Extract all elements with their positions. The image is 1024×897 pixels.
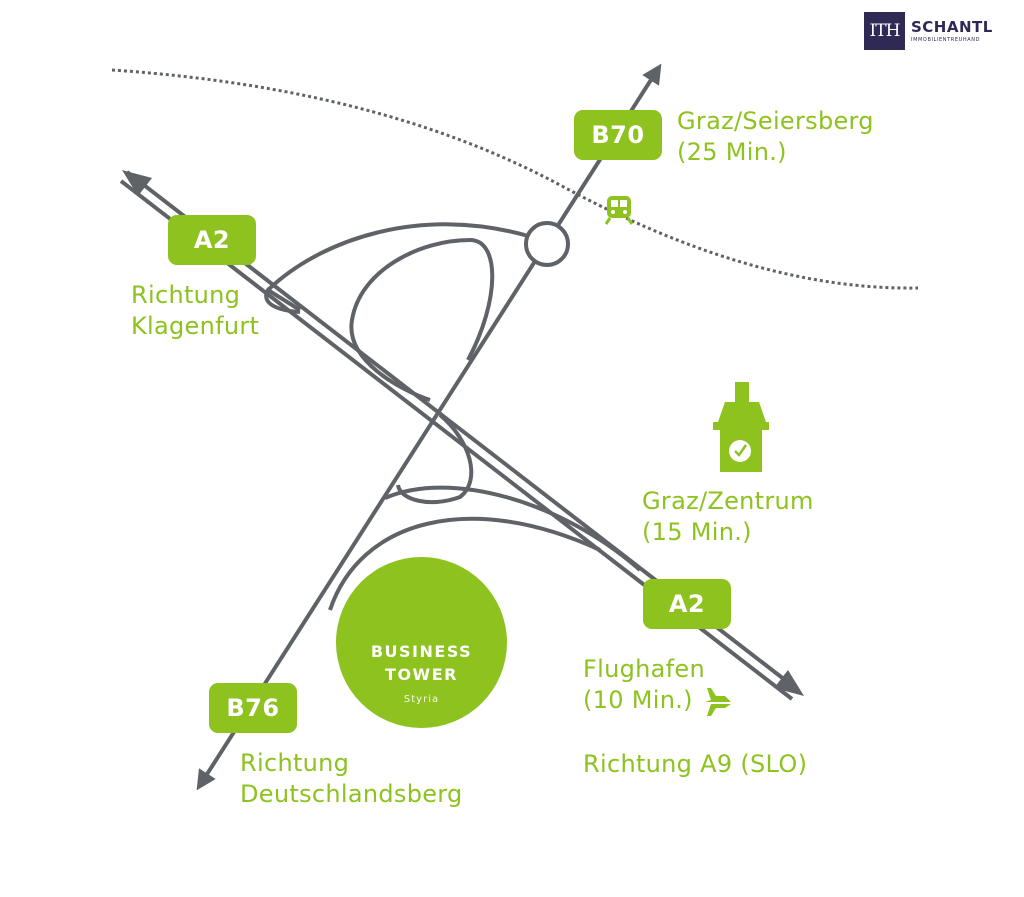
label-klagenfurt-line2: Klagenfurt	[131, 312, 260, 340]
schantl-logo: ITH SCHANTL IMMOBILIENTREUHAND	[864, 12, 993, 50]
logo-name: SCHANTL	[911, 17, 993, 36]
ramp-north	[266, 222, 529, 292]
ramp-south	[328, 516, 601, 611]
label-flughafen: Flughafen (10 Min.)	[583, 654, 705, 716]
label-flughafen-line1: Flughafen	[583, 655, 705, 683]
ramp-loop-lower	[396, 413, 474, 505]
logo-mark: ITH	[864, 12, 905, 50]
label-graz-seiersberg-line1: Graz/Seiersberg	[677, 107, 874, 135]
label-graz-zentrum: Graz/Zentrum (15 Min.)	[642, 486, 814, 548]
roundabout	[524, 221, 570, 267]
road-badge-b76: B76	[209, 683, 297, 733]
a2-arrow-se	[774, 670, 804, 696]
label-graz-zentrum-line2: (15 Min.)	[642, 518, 752, 546]
label-deutschlandsberg: Richtung Deutschlandsberg	[240, 748, 463, 810]
label-deutschlandsberg-line2: Deutschlandsberg	[240, 780, 463, 808]
label-a9-line1: Richtung A9 (SLO)	[583, 750, 808, 778]
label-deutschlandsberg-line1: Richtung	[240, 749, 350, 777]
ramp-hook-left	[264, 287, 302, 314]
tower-line3: Styria	[403, 694, 440, 705]
label-graz-seiersberg: Graz/Seiersberg (25 Min.)	[677, 106, 874, 168]
logo-text: SCHANTL IMMOBILIENTREUHAND	[911, 17, 993, 44]
label-klagenfurt: Richtung Klagenfurt	[131, 280, 259, 342]
train-icon	[604, 196, 634, 225]
a2-arrow-nw	[122, 170, 152, 196]
logo-tagline: IMMOBILIENTREUHAND	[911, 36, 981, 43]
label-graz-zentrum-line1: Graz/Zentrum	[642, 487, 814, 515]
label-graz-seiersberg-line2: (25 Min.)	[677, 138, 787, 166]
ramp-loop-inner	[349, 237, 495, 402]
clock-tower-icon	[713, 382, 769, 472]
label-a9: Richtung A9 (SLO)	[583, 749, 807, 780]
business-tower-badge: BUSINESS TOWER Styria	[336, 557, 507, 728]
tower-line1: BUSINESS	[370, 642, 473, 661]
b-road	[196, 63, 662, 791]
airplane-icon	[705, 688, 731, 716]
label-klagenfurt-line1: Richtung	[131, 281, 241, 309]
ramp-southwest	[384, 485, 642, 572]
tower-line2: TOWER	[385, 665, 458, 684]
road-badge-b70: B70	[574, 110, 662, 160]
road-badge-a2-south: A2	[643, 579, 731, 629]
label-flughafen-line2: (10 Min.)	[583, 686, 693, 714]
road-badge-a2-north: A2	[168, 215, 256, 265]
